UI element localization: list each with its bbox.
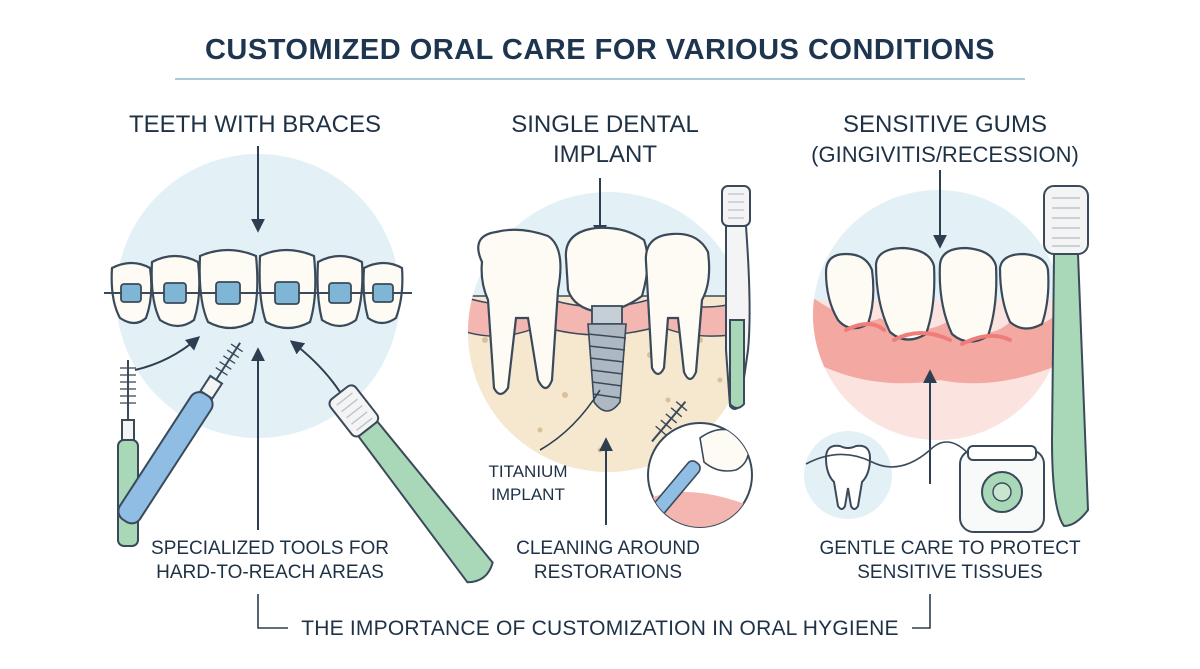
titanium-implant-callout: TITANIUM IMPLANT: [478, 460, 578, 506]
braces-arrow-right: [289, 340, 341, 393]
braces-brackets: [120, 281, 394, 305]
floss-container-icon: [959, 445, 1045, 533]
panel-gums-heading-line2: (GINGIVITIS/RECESSION): [811, 142, 1079, 167]
titanium-callout-line: [539, 389, 601, 451]
panel-braces-caption-line2: HARD-TO-REACH AREAS: [156, 562, 384, 583]
page-title: CUSTOMIZED ORAL CARE FOR VARIOUS CONDITI…: [204, 34, 996, 66]
implant-zoom-circle: [647, 400, 753, 528]
panel-braces-caption: SPECIALIZED TOOLS FOR HARD-TO-REACH AREA…: [120, 537, 420, 585]
dental-floss-line: [805, 441, 975, 468]
angled-interdental-brush-icon: [117, 342, 244, 525]
panel-gums-heading: SENSITIVE GUMS (GINGIVITIS/RECESSION): [795, 110, 1095, 170]
recession-highlight: [844, 322, 1012, 346]
panel-implant-heading: SINGLE DENTAL IMPLANT: [470, 110, 740, 170]
gums-panel-art: [804, 170, 1090, 533]
panel-gums-caption-line2: SENSITIVE TISSUES: [857, 562, 1043, 583]
panel-implant-caption-line2: RESTORATIONS: [533, 562, 683, 583]
panel-braces-heading-text: TEETH WITH BRACES: [128, 111, 381, 138]
panel-braces-caption-line1: SPECIALIZED TOOLS FOR: [151, 538, 389, 559]
titanium-implant-callout-line1: TITANIUM: [488, 462, 568, 481]
panel-gums-caption: GENTLE CARE TO PROTECT SENSITIVE TISSUES: [800, 537, 1100, 585]
braces-background-circle: [116, 154, 400, 438]
inflamed-gum-band: [813, 296, 1063, 384]
braces-panel-art: [104, 146, 494, 584]
upright-toothbrush-icon: [721, 185, 751, 410]
zoom-brush-bristles: [651, 400, 688, 443]
titanium-implant-screw-icon: [587, 323, 627, 412]
panel-braces-heading: TEETH WITH BRACES: [90, 110, 420, 140]
footer-bracket-right: [912, 594, 931, 629]
footer-bracket-left: [257, 594, 288, 629]
footer-summary: THE IMPORTANCE OF CUSTOMIZATION IN ORAL …: [301, 617, 899, 640]
panel-implant-caption-line1: CLEANING AROUND: [516, 538, 700, 559]
panel-gums-heading-line1: SENSITIVE GUMS: [842, 111, 1048, 138]
title-divider: [175, 78, 1025, 80]
implant-crown-icon: [564, 226, 649, 314]
panel-implant-heading-line1: SINGLE DENTAL: [511, 111, 699, 138]
angled-toothbrush-icon: [328, 384, 494, 584]
natural-tooth-left-icon: [477, 228, 562, 396]
titanium-implant-callout-line2: IMPLANT: [491, 485, 565, 504]
braces-arrow-left: [134, 336, 201, 371]
panel-implant-heading-line2: IMPLANT: [552, 141, 657, 168]
panel-gums-caption-line1: GENTLE CARE TO PROTECT: [819, 538, 1081, 559]
soft-toothbrush-icon: [1043, 185, 1090, 528]
natural-tooth-right-icon: [644, 232, 711, 381]
implant-panel-art: [468, 178, 753, 528]
implant-abutment: [591, 305, 623, 325]
small-tooth-icon: [824, 444, 872, 510]
sensitive-teeth-icon: [824, 246, 1050, 343]
panel-implant-caption: CLEANING AROUND RESTORATIONS: [478, 537, 738, 585]
